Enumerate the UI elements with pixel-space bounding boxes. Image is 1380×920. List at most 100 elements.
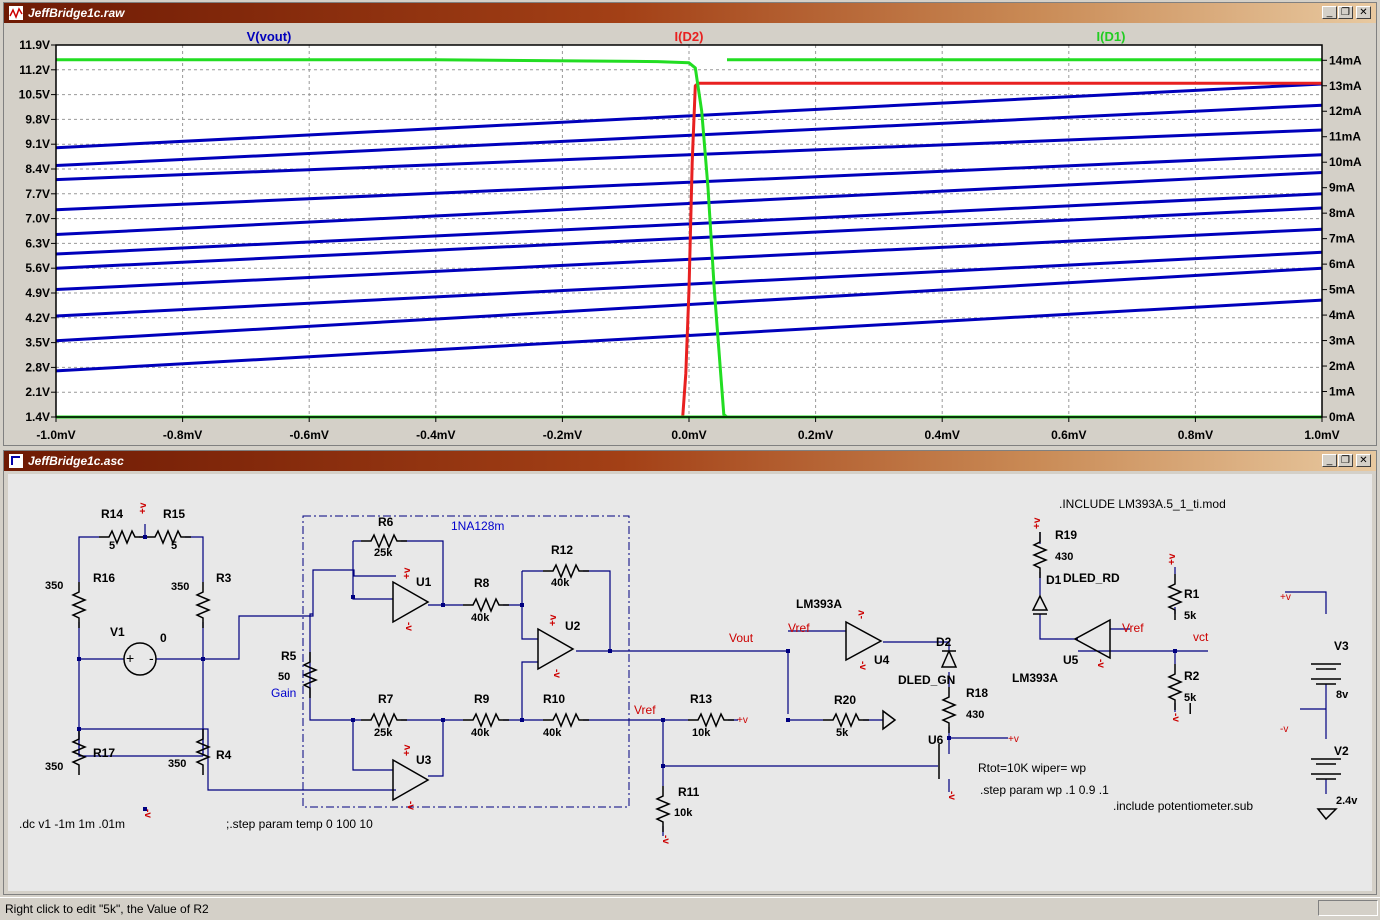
y-right-tick-label: 3mA <box>1329 334 1355 348</box>
svg-text:R10: R10 <box>543 692 565 706</box>
svg-text:1NA128m: 1NA128m <box>451 519 504 533</box>
y-left-tick-label: 2.1V <box>25 385 50 399</box>
svg-text:10k: 10k <box>692 727 711 739</box>
svg-text:350: 350 <box>45 580 63 592</box>
series-line-vvout <box>55 103 1323 167</box>
close-icon[interactable]: ✕ <box>1356 6 1371 19</box>
schematic-icon <box>9 454 23 468</box>
y-left-tick-label: 11.2V <box>19 63 50 77</box>
svg-text:350: 350 <box>168 758 186 770</box>
svg-text:+v: +v <box>402 744 413 756</box>
x-tick-label: 0.8mV <box>1178 428 1213 442</box>
svg-text:Vref: Vref <box>634 703 656 717</box>
waveform-titlebar[interactable]: JeffBridge1c.raw _ ❐ ✕ <box>4 3 1376 23</box>
y-right-tick-label: 13mA <box>1329 79 1362 93</box>
y-right-tick-label: 11mA <box>1329 130 1361 144</box>
svg-text:-v: -v <box>660 835 671 844</box>
schematic-window[interactable]: JeffBridge1c.asc _ ❐ ✕ <box>3 450 1377 895</box>
svg-text:430: 430 <box>1055 551 1073 563</box>
close-icon[interactable]: ✕ <box>1356 454 1371 467</box>
svg-text:;.step param temp 0 100 10: ;.step param temp 0 100 10 <box>226 817 373 831</box>
y-right-tick-label: 9mA <box>1329 181 1355 195</box>
y-right-tick-label: 2mA <box>1329 359 1355 373</box>
svg-text:.dc v1 -1m 1m .01m: .dc v1 -1m 1m .01m <box>19 817 125 831</box>
y-right-tick-label: 12mA <box>1329 104 1362 118</box>
svg-text:U4: U4 <box>874 653 890 667</box>
x-tick-label: -1.0mV <box>36 428 75 442</box>
series-line-vvout <box>55 171 1323 236</box>
svg-text:R5: R5 <box>281 649 297 663</box>
y-left-tick-label: 11.9V <box>19 38 50 52</box>
x-tick-label: 0.0mV <box>671 428 706 442</box>
svg-text:U3: U3 <box>416 753 432 767</box>
minimize-icon[interactable]: _ <box>1322 6 1337 19</box>
restore-icon[interactable]: ❐ <box>1338 454 1353 467</box>
svg-text:-v: -v <box>403 622 414 631</box>
y-left-tick-label: 4.2V <box>25 311 50 325</box>
svg-text:U5: U5 <box>1063 653 1079 667</box>
status-bar: Right click to edit "5k", the Value of R… <box>0 897 1380 920</box>
svg-text:R11: R11 <box>678 785 700 799</box>
svg-text:vct: vct <box>1193 630 1209 644</box>
y-right-tick-label: 4mA <box>1329 308 1355 322</box>
svg-text:U6: U6 <box>928 733 944 747</box>
y-left-tick-label: 1.4V <box>25 410 50 424</box>
svg-text:R19: R19 <box>1055 528 1077 542</box>
x-tick-label: -0.8mV <box>163 428 202 442</box>
waveform-window[interactable]: JeffBridge1c.raw _ ❐ ✕ -1.0mV -0.8mV -0.6m… <box>3 2 1377 446</box>
svg-text:R7: R7 <box>378 692 394 706</box>
svg-text:+v: +v <box>138 502 149 514</box>
svg-text:5k: 5k <box>1184 610 1197 622</box>
svg-text:25k: 25k <box>374 727 393 739</box>
svg-text:D2: D2 <box>936 635 952 649</box>
svg-text:-v: -v <box>142 809 153 818</box>
svg-text:5k: 5k <box>1184 692 1197 704</box>
svg-text:.step param wp .1 0.9 .1: .step param wp .1 0.9 .1 <box>980 783 1109 797</box>
series-line-vvout <box>55 82 1323 150</box>
svg-text:350: 350 <box>45 761 63 773</box>
svg-text:DLED_RD: DLED_RD <box>1063 571 1120 585</box>
y-left-tick-label: 6.3V <box>25 236 50 250</box>
svg-text:V3: V3 <box>1334 639 1349 653</box>
svg-text:.include potentiometer.sub: .include potentiometer.sub <box>1113 799 1253 813</box>
svg-text:R13: R13 <box>690 692 712 706</box>
svg-text:2.4v: 2.4v <box>1336 795 1358 807</box>
svg-text:-: - <box>149 650 154 666</box>
svg-text:R17: R17 <box>93 746 115 760</box>
x-tick-label: 1.0mV <box>1304 428 1339 442</box>
svg-text:-v: -v <box>857 661 868 670</box>
v1-source[interactable] <box>123 642 157 676</box>
svg-text:.INCLUDE LM393A.5_1_ti.mod: .INCLUDE LM393A.5_1_ti.mod <box>1059 497 1226 511</box>
y-left-tick-label: 7.0V <box>25 212 50 226</box>
text-cursor-icon: I <box>1188 701 1192 718</box>
x-tick-label: -0.6mV <box>290 428 329 442</box>
status-text: Right click to edit "5k", the Value of R… <box>5 902 209 916</box>
svg-text:-v: -v <box>1170 713 1181 722</box>
y-left-tick-label: 5.6V <box>25 261 50 275</box>
y-left-tick-label: 10.5V <box>19 88 50 102</box>
y-right-tick-label: 5mA <box>1329 283 1355 297</box>
svg-text:R3: R3 <box>216 571 232 585</box>
svg-text:Vref: Vref <box>788 621 810 635</box>
svg-text:R15: R15 <box>163 507 185 521</box>
svg-text:+v: +v <box>737 715 748 726</box>
x-tick-label: -0.2mV <box>543 428 582 442</box>
waveform-icon <box>9 6 23 20</box>
y-right-tick-label: 1mA <box>1329 385 1355 399</box>
restore-icon[interactable]: ❐ <box>1338 6 1353 19</box>
svg-text:Vref: Vref <box>1122 621 1144 635</box>
x-tick-label: 0.6mV <box>1051 428 1086 442</box>
schematic-titlebar[interactable]: JeffBridge1c.asc _ ❐ ✕ <box>4 451 1376 471</box>
svg-text:V1: V1 <box>110 625 125 639</box>
svg-text:+v: +v <box>1032 517 1043 529</box>
svg-text:LM393A: LM393A <box>796 597 842 611</box>
minimize-icon[interactable]: _ <box>1322 454 1337 467</box>
svg-text:R8: R8 <box>474 576 490 590</box>
svg-text:40k: 40k <box>543 727 562 739</box>
svg-text:5k: 5k <box>836 727 849 739</box>
svg-text:5: 5 <box>109 540 115 552</box>
plot-frame <box>55 44 1323 418</box>
x-tick-label: 0.2mV <box>798 428 833 442</box>
